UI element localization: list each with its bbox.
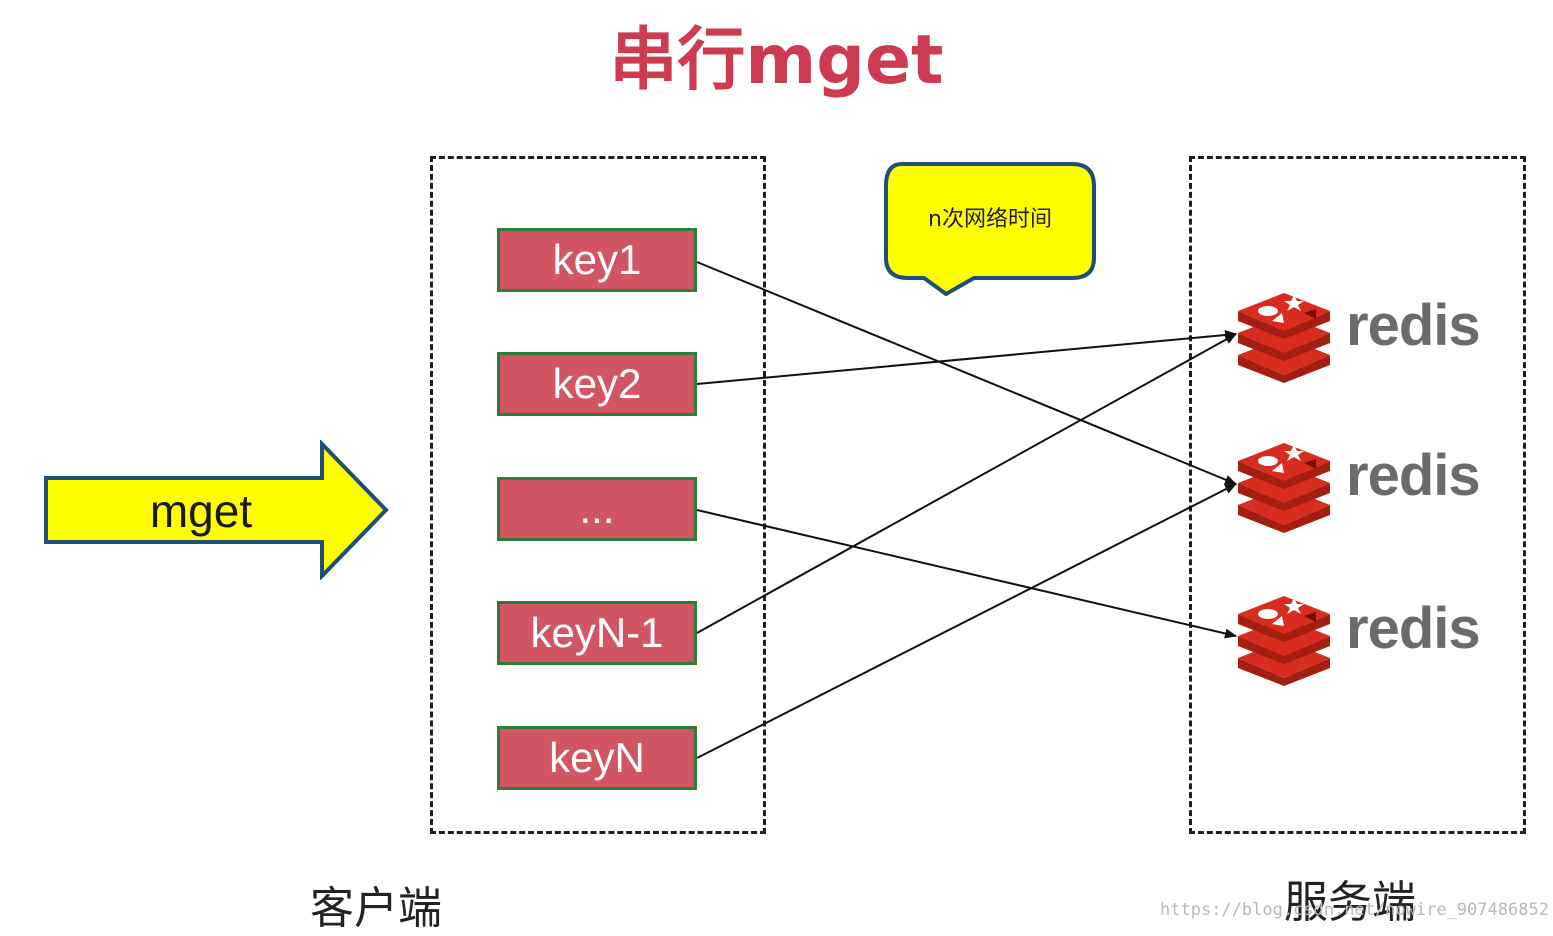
client-caption: 客户端 [310, 883, 442, 934]
server-caption: 服务端 [1284, 877, 1416, 928]
arrow-ellipsis-to-redis3 [696, 509, 1237, 639]
callout-text: n次网络时间 [928, 207, 1052, 232]
server-container [1189, 156, 1526, 834]
key-box-keyN: keyN [497, 726, 697, 790]
redis-label: redis [1346, 596, 1481, 661]
redis-logo-icon [1238, 596, 1330, 686]
watermark: https://blog.csdn.net/nowire_907486852 [1160, 900, 1549, 920]
key-box-keyN-1: keyN-1 [497, 601, 697, 665]
mget-label: mget [149, 485, 253, 537]
mget-arrow [44, 440, 389, 580]
redis-label: redis [1346, 443, 1481, 508]
redis-node-3: redis [1234, 586, 1494, 686]
arrow-key1-to-redis2 [696, 261, 1237, 485]
redis-logo-icon [1238, 443, 1330, 533]
redis-logo-icon [1238, 293, 1330, 383]
diagram-title: 串行mget [609, 21, 944, 100]
arrow-keyN-to-redis2 [696, 483, 1237, 759]
redis-label: redis [1346, 293, 1481, 358]
arrow-keyN-1-to-redis1 [696, 333, 1237, 634]
key-box-key2: key2 [497, 352, 697, 416]
redis-node-1: redis [1234, 283, 1494, 383]
callout-bubble [884, 162, 1096, 296]
arrow-key2-to-redis1 [696, 330, 1237, 385]
redis-node-2: redis [1234, 433, 1494, 533]
client-container [430, 156, 766, 834]
key-box-key1: key1 [497, 228, 697, 292]
key-box-ellipsis: ... [497, 477, 697, 541]
